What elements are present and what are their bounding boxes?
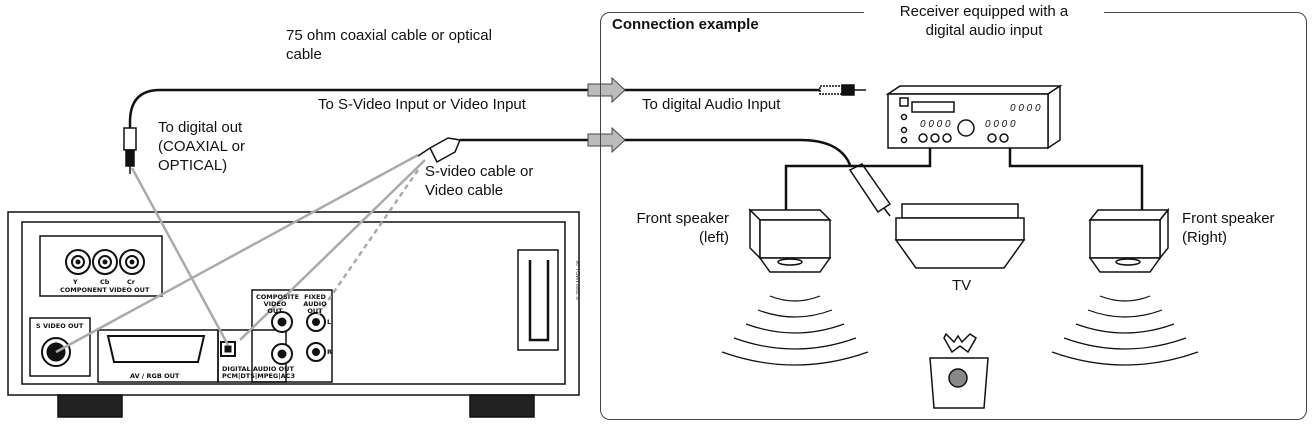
- fixed-audio-out-label: FIXED AUDIO OUT: [303, 293, 327, 315]
- video-plug-left: [417, 137, 462, 164]
- sound-waves-right: [1051, 295, 1199, 366]
- jack-label-cr: Cr: [127, 278, 135, 286]
- connection-example-title: Connection example: [612, 16, 759, 33]
- svg-text:0 0 0 0: 0 0 0 0: [1010, 103, 1041, 114]
- tv-label: TV: [952, 277, 972, 294]
- front-speaker-left-label: Front speaker (left): [636, 210, 729, 246]
- component-video-out-label: COMPONENT VIDEO OUT: [60, 286, 150, 294]
- to-svideo-input-label: To S-Video Input or Video Input: [318, 96, 526, 113]
- coax-plug-right: [819, 84, 866, 96]
- composite-jack: [271, 311, 293, 365]
- receiver-label: Receiver equipped with a digital audio i…: [864, 2, 1104, 42]
- svideo-cable-label: S-video cable or Video cable: [425, 163, 534, 199]
- svg-text:0 0 0 0: 0 0 0 0: [920, 119, 951, 130]
- jack-label-cb: Cb: [100, 278, 110, 286]
- sound-waves-left: [721, 295, 869, 366]
- front-speaker-right-label: Front speaker (Right): [1182, 210, 1275, 246]
- speaker-wires: [784, 148, 1144, 210]
- video-cable: [460, 138, 852, 166]
- optical-jack: [220, 341, 236, 357]
- document-code: © 2000 MAD L 06: [576, 260, 582, 300]
- tv-set: [894, 203, 1026, 269]
- arrows: [587, 76, 626, 154]
- digital-audio-out-label: DIGITAL AUDIO OUT PCM|DTS|MPEG|AC3: [222, 365, 295, 380]
- guide-lines: [55, 153, 426, 354]
- coax-plug-left: [123, 127, 137, 174]
- audio-r-label: R: [327, 348, 333, 356]
- audio-l-label: L: [327, 318, 332, 326]
- av-rgb-out-label: AV / RGB OUT: [130, 372, 180, 380]
- jack-label-y: Y: [73, 278, 78, 286]
- audio-out-jacks: [306, 312, 326, 362]
- front-speaker-right: [1088, 207, 1170, 273]
- receiver: 0 0 0 0 0 0 0 0 0 0 0 0: [885, 84, 1063, 150]
- listener-icon: [929, 332, 989, 409]
- svg-text:0 0 0 0: 0 0 0 0: [985, 119, 1016, 130]
- to-digital-out-label: To digital out (COAXIAL or OPTICAL): [158, 119, 245, 174]
- svideo-out-label: S VIDEO OUT: [36, 322, 84, 330]
- to-digital-audio-input-label: To digital Audio Input: [642, 96, 781, 113]
- composite-video-out-label: COMPOSITE VIDEO OUT: [256, 293, 300, 315]
- coax-cable-label: 75 ohm coaxial cable or optical cable: [286, 27, 492, 63]
- component-jacks: [65, 249, 145, 275]
- front-speaker-left: [748, 208, 832, 273]
